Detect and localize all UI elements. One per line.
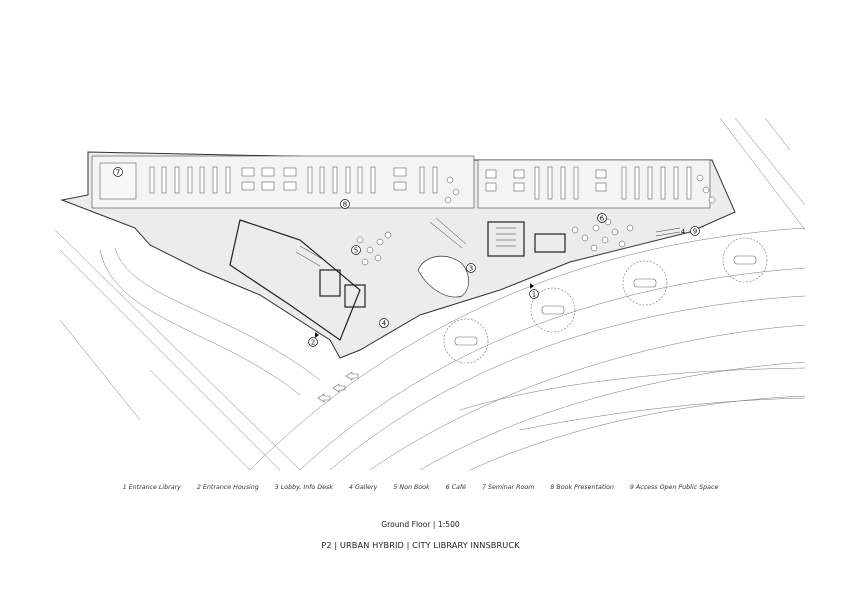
legend-item: 6 Café (445, 484, 466, 491)
tree-centers (454, 255, 757, 346)
road-arrows (317, 371, 359, 403)
marker-2: 2 (308, 337, 318, 347)
marker-4: 4 (379, 318, 389, 328)
building-cores (229, 219, 566, 341)
room-markers: 1 2 3 4 4 5 6 7 8 9 (113, 167, 700, 347)
trees (443, 237, 768, 364)
marker-1: 1 (529, 289, 539, 299)
bookshelves (149, 166, 692, 200)
legend-item: 5 Non Book (393, 484, 430, 491)
marker-2-label: 2 (311, 339, 315, 347)
marker-6-label: 6 (600, 215, 605, 223)
street-lines (54, 117, 806, 471)
marker-5-label: 5 (354, 247, 358, 255)
marker-3-label: 3 (469, 265, 473, 273)
marker-9-label: 9 (693, 228, 697, 236)
legend-item: 4 Gallery (348, 484, 378, 491)
marker-7: 7 (113, 167, 123, 177)
tables (99, 162, 607, 200)
marker-1-label: 1 (532, 291, 536, 299)
cafe-seating (356, 174, 716, 266)
info-desk (417, 255, 469, 298)
marker-5: 5 (351, 245, 361, 255)
legend-item: 8 Book Presentation (550, 484, 614, 491)
marker-8-label: 8 (343, 201, 347, 209)
building-outline (60, 151, 736, 359)
marker-4b: 4 (681, 228, 686, 236)
plan-legend: 1 Entrance Library 2 Entrance Housing 3 … (0, 484, 841, 491)
marker-3: 3 (466, 263, 476, 273)
legend-item: 1 Entrance Library (122, 484, 181, 491)
legend-item: 9 Access Open Public Space (629, 484, 719, 491)
project-title: P2 | URBAN HYBRID | CITY LIBRARY INNSBRU… (321, 540, 520, 550)
legend-item: 2 Entrance Housing (196, 484, 259, 491)
entrance-arrows (315, 283, 534, 338)
marker-4b-label: 4 (681, 228, 686, 236)
legend-item: 7 Seminar Room (481, 484, 535, 491)
marker-9: 9 (690, 226, 700, 236)
plan-scale-label: Ground Floor | 1:500 (381, 520, 460, 529)
marker-8: 8 (340, 199, 350, 209)
legend-item: 3 Lobby, Info Desk (274, 484, 333, 491)
marker-6: 6 (597, 213, 607, 223)
marker-4-label: 4 (382, 320, 387, 328)
stairs (295, 217, 681, 267)
marker-7-label: 7 (116, 169, 120, 177)
